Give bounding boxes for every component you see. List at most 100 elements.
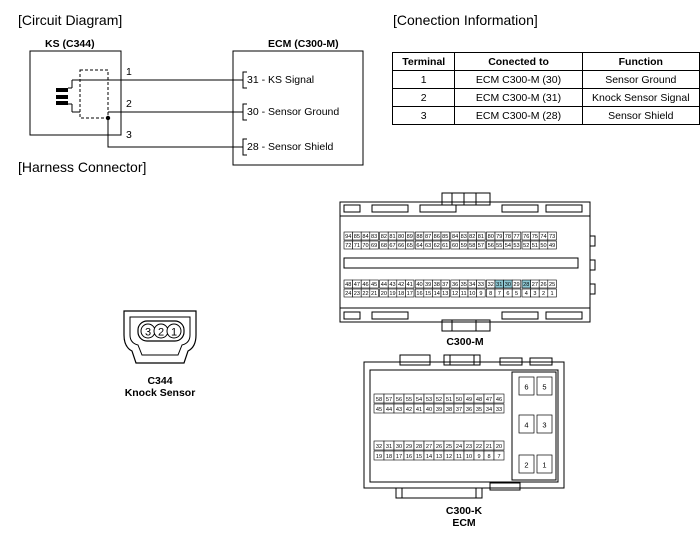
wire-number-2: 2 — [126, 98, 132, 110]
table-cell-function: Sensor Ground — [581, 70, 700, 89]
pin-number: 51 — [446, 397, 452, 403]
side-pin-cell — [536, 454, 553, 474]
pin-number: 26 — [436, 444, 442, 450]
table-cell-connected-to: ECM C300-M (30) — [454, 70, 583, 89]
section-title-circuit: [Circuit Diagram] — [18, 12, 123, 28]
side-pin-cell — [518, 414, 535, 434]
pin-number: 79 — [496, 234, 502, 240]
pin-cell — [405, 231, 415, 241]
side-pin-number: 2 — [524, 461, 528, 470]
table-header-row: Terminal Conected to Function — [391, 52, 700, 71]
table-header-function: Function — [581, 52, 700, 71]
ks-sensor-box — [29, 50, 122, 136]
connection-table: Terminal Conected to Function 1 ECM C300… — [391, 52, 700, 125]
side-pin-number: 3 — [542, 421, 546, 430]
pin-cell — [511, 279, 522, 289]
pin-number: 38 — [434, 282, 440, 288]
pin-number: 24 — [456, 444, 462, 450]
table-cell-terminal: 3 — [391, 106, 456, 125]
pin-number: 21 — [371, 291, 377, 297]
c344-pin-3: 3 — [145, 327, 151, 339]
pin-number: 65 — [407, 243, 413, 249]
c344-pin-1: 1 — [171, 327, 177, 339]
pin-number: 53 — [426, 397, 432, 403]
pin-number: 80 — [398, 234, 404, 240]
table-cell-function: Knock Sensor Signal — [581, 88, 700, 107]
pin-number: 73 — [549, 234, 555, 240]
pin-number: 17 — [396, 454, 402, 460]
pin-cell — [547, 231, 557, 241]
table-cell-connected-to: ECM C300-M (28) — [454, 106, 583, 125]
pin-number: 55 — [496, 243, 502, 249]
pin-number: 50 — [456, 397, 462, 403]
pin-number: 68 — [381, 243, 387, 249]
pin-number: 46 — [496, 397, 502, 403]
pin-cell — [440, 240, 450, 250]
pin-cell — [405, 279, 415, 289]
pin-cell — [547, 240, 557, 250]
pin-number: 34 — [469, 282, 475, 288]
pin-cell — [440, 231, 450, 241]
pin-number: 22 — [362, 291, 368, 297]
pin-number: 47 — [354, 282, 360, 288]
pin-number: 51 — [532, 243, 538, 249]
pin-number: 59 — [461, 243, 467, 249]
pin-cell — [511, 231, 522, 241]
pin-number: 26 — [540, 282, 546, 288]
pin-number: 60 — [452, 243, 458, 249]
pin-number: 56 — [396, 397, 402, 403]
pin-number: 14 — [434, 291, 440, 297]
pin-number: 44 — [386, 407, 392, 413]
pin-number: 75 — [532, 234, 538, 240]
wire-3 — [107, 118, 243, 148]
knock-sensor-symbol — [56, 79, 80, 113]
c300k-sublabel: ECM — [452, 517, 476, 529]
pin-number: 37 — [442, 282, 448, 288]
pin-number: 32 — [488, 282, 494, 288]
ecm-pin-bracket-30 — [242, 103, 247, 121]
pin-number: 57 — [478, 243, 484, 249]
pin-number: 28 — [416, 444, 422, 450]
pin-number: 10 — [469, 291, 475, 297]
pin-number: 35 — [461, 282, 467, 288]
pin-number: 3 — [533, 291, 536, 297]
pin-number: 21 — [486, 444, 492, 450]
pin-number: 69 — [371, 243, 377, 249]
pin-number: 54 — [416, 397, 422, 403]
pin-number: 62 — [434, 243, 440, 249]
pin-cell — [476, 231, 486, 241]
pin-number: 1 — [551, 291, 554, 297]
pin-number: 52 — [436, 397, 442, 403]
pin-number: 78 — [505, 234, 511, 240]
pin-number: 89 — [407, 234, 413, 240]
pin-number: 36 — [452, 282, 458, 288]
ecm-pin-bracket-31 — [242, 71, 247, 89]
pin-number: 45 — [376, 407, 382, 413]
pin-number: 39 — [425, 282, 431, 288]
pin-number: 66 — [398, 243, 404, 249]
pin-number: 17 — [407, 291, 413, 297]
pin-number: 81 — [478, 234, 484, 240]
pin-number: 35 — [476, 407, 482, 413]
pin-number: 84 — [452, 234, 458, 240]
pin-number: 87 — [425, 234, 431, 240]
pin-number: 74 — [540, 234, 546, 240]
pin-number: 49 — [549, 243, 555, 249]
pin-number: 7 — [498, 291, 501, 297]
pin-number: 88 — [416, 234, 422, 240]
pin-number: 52 — [523, 243, 529, 249]
side-pin-cell — [518, 376, 535, 396]
c344-label: C344 — [147, 375, 173, 387]
pin-number: 22 — [476, 444, 482, 450]
pin-number: 5 — [515, 291, 518, 297]
pin-number: 18 — [398, 291, 404, 297]
pin-number: 76 — [523, 234, 529, 240]
pin-cell — [476, 240, 486, 250]
pin-number: 31 — [386, 444, 392, 450]
pin-number: 9 — [479, 291, 482, 297]
pin-number: 27 — [532, 282, 538, 288]
pin-number: 43 — [389, 282, 395, 288]
pin-number: 53 — [513, 243, 519, 249]
